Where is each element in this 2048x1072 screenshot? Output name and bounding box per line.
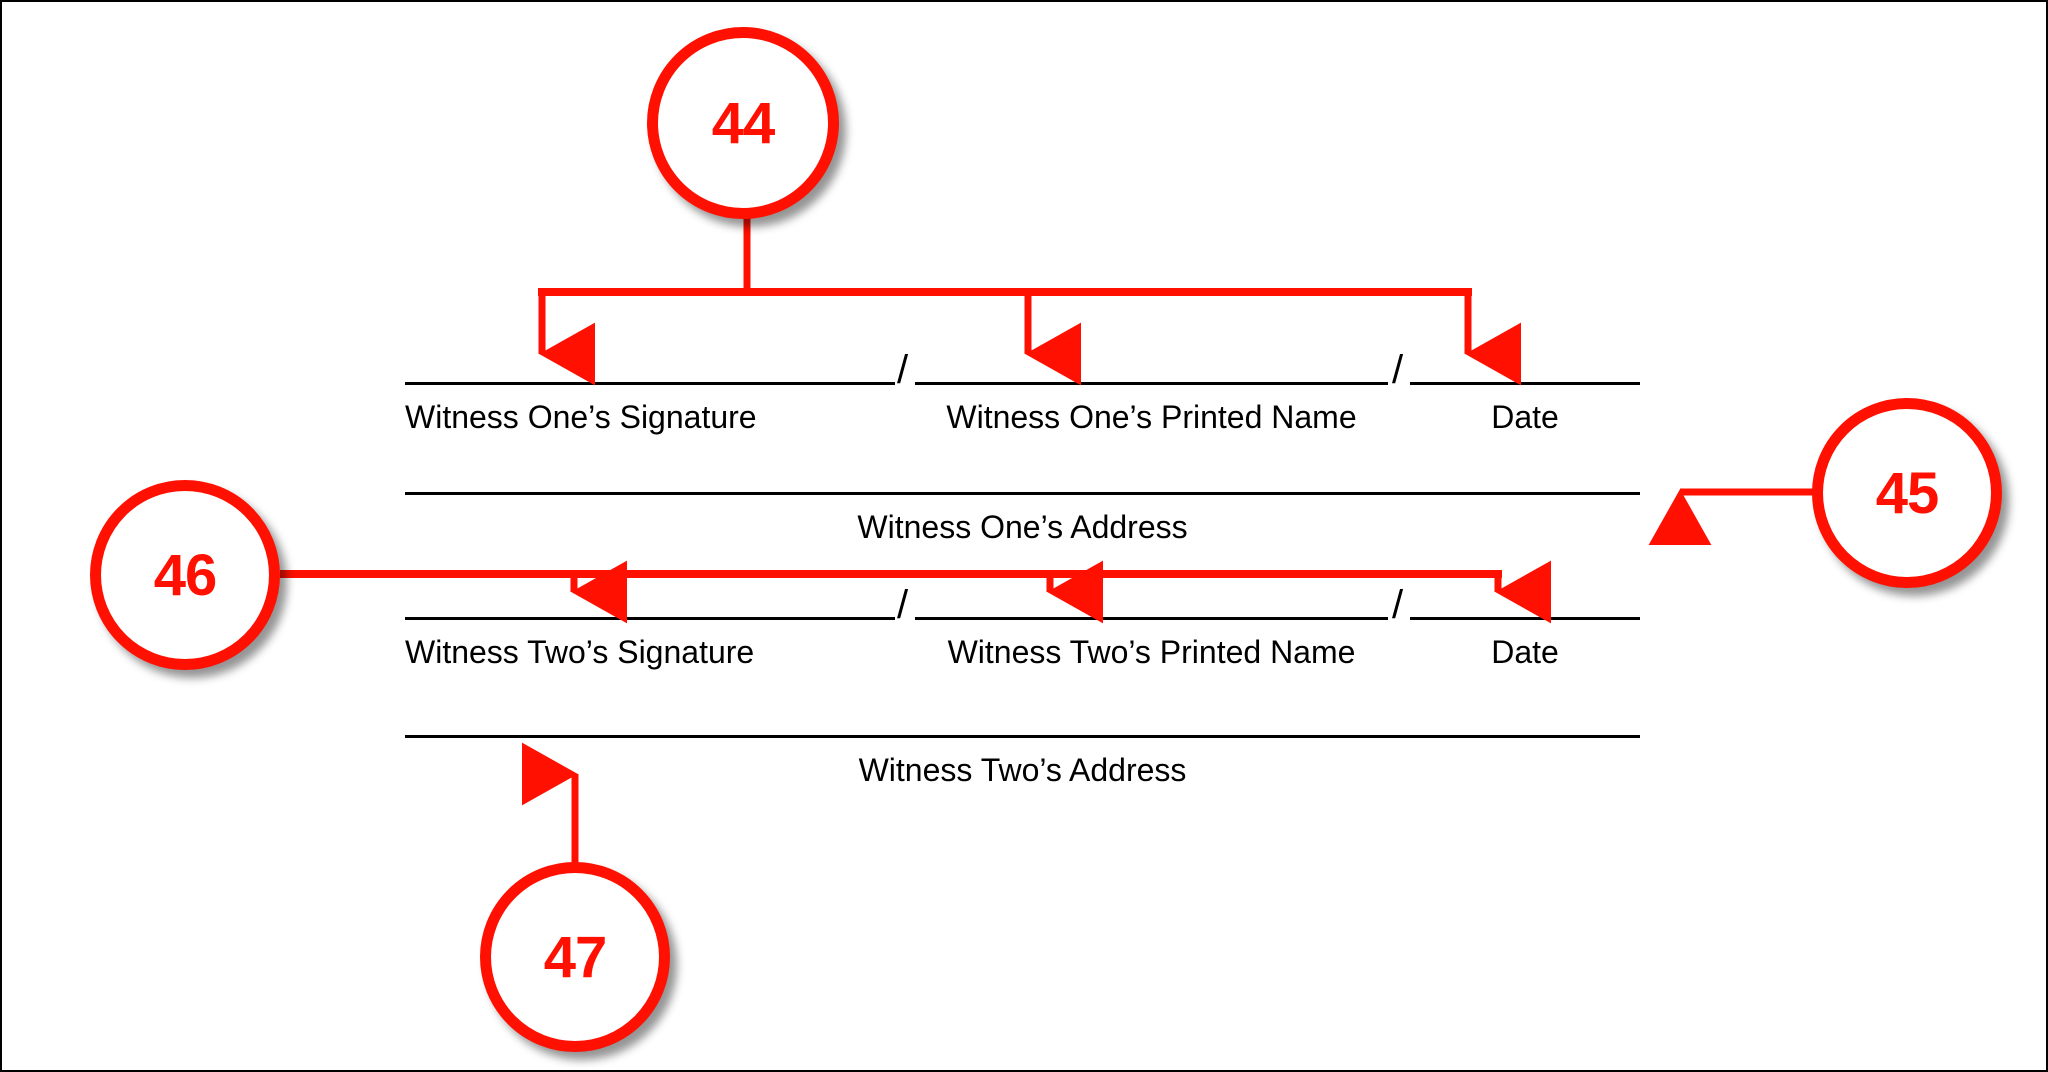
separator-slash-1: / <box>897 348 909 392</box>
connector-46 <box>280 560 1552 624</box>
connector-44 <box>538 217 1522 386</box>
witness-one-printed-name-line <box>915 382 1388 385</box>
label-witness-one-signature: Witness One’s Signature <box>405 399 757 435</box>
callout-badge-45-number: 45 <box>1875 460 1940 526</box>
label-witness-two-date: Date <box>1491 634 1559 670</box>
label-witness-one-date: Date <box>1491 399 1559 435</box>
witness-one-date-line <box>1410 382 1640 385</box>
callout-badge-44-number: 44 <box>711 90 776 156</box>
label-witness-two-printed-name: Witness Two’s Printed Name <box>947 634 1356 670</box>
callout-badge-45[interactable]: 45 <box>1812 398 2002 588</box>
callout-badge-47-number: 47 <box>543 924 608 990</box>
witness-two-printed-name-line <box>915 617 1388 620</box>
label-witness-two-address: Witness Two’s Address <box>858 752 1187 788</box>
label-witness-two-signature: Witness Two’s Signature <box>405 634 755 670</box>
witness-two-signature-line <box>405 617 895 620</box>
label-witness-one-printed-name: Witness One’s Printed Name <box>946 399 1357 435</box>
callout-badge-47[interactable]: 47 <box>480 862 670 1052</box>
witness-two-date-line <box>1410 617 1640 620</box>
callout-badge-46[interactable]: 46 <box>90 480 280 670</box>
separator-slash-3: / <box>897 583 909 627</box>
witness-one-address-line <box>405 492 1640 495</box>
callout-badge-44[interactable]: 44 <box>647 27 839 219</box>
separator-slash-4: / <box>1392 583 1404 627</box>
separator-slash-2: / <box>1392 348 1404 392</box>
callout-badge-46-number: 46 <box>153 542 218 608</box>
label-witness-one-address: Witness One’s Address <box>857 509 1188 545</box>
witness-two-address-line <box>405 735 1640 738</box>
witness-one-signature-line <box>405 382 895 385</box>
